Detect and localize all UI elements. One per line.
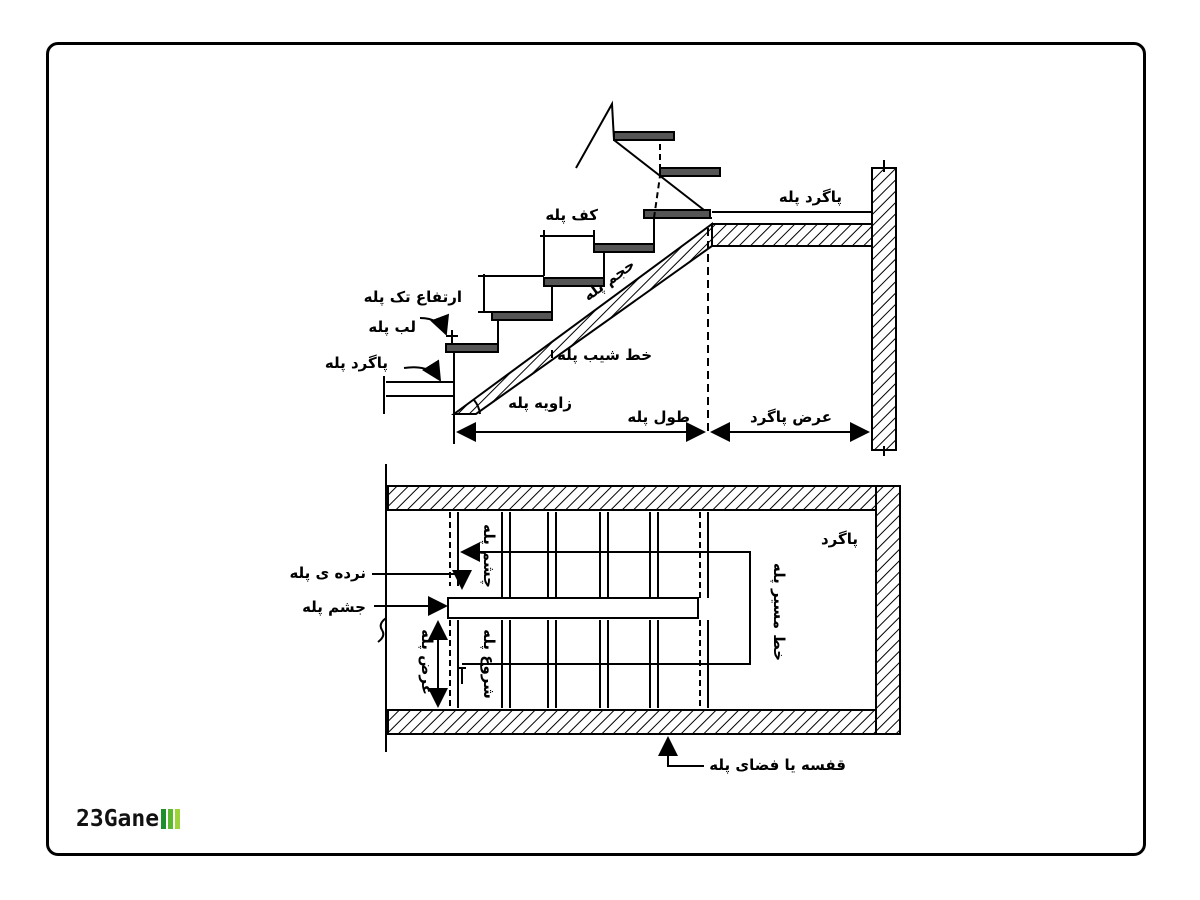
- landing-width-label: عرض پاگرد: [750, 408, 832, 427]
- right-wall-plan: [875, 485, 901, 735]
- step-profile: [453, 217, 712, 414]
- section-view: [383, 100, 897, 456]
- riser-height-label: ارتفاع تک پله: [364, 288, 462, 307]
- landing-label: پاگرد پله: [779, 188, 842, 207]
- plan-labels: پاگرد نرده ی پله جشم پله چشم پله خط مسیر…: [289, 524, 858, 775]
- stair-length-label: طول پله: [627, 408, 690, 427]
- break-line: [575, 100, 705, 211]
- start-label: شروع پله: [479, 629, 498, 699]
- eye-label: چشم پله: [479, 524, 498, 588]
- stair-width-label: عرض پله: [417, 629, 436, 695]
- bottom-landing-label: پاگرد پله: [325, 354, 388, 373]
- angle-label: زاویه پله: [508, 394, 572, 413]
- brand-bar-1: [161, 809, 167, 829]
- nosing-label: لب پله: [368, 318, 416, 337]
- stair-slab: [450, 222, 713, 415]
- path-line: [460, 542, 751, 665]
- path-line-label: خط مسیر پله: [769, 563, 788, 661]
- right-wall: [871, 167, 897, 451]
- plan-view: [372, 464, 901, 767]
- railing-label: نرده ی پله: [289, 564, 366, 583]
- brand-bar-2: [168, 809, 174, 829]
- bottom-wall: [387, 709, 901, 735]
- upper-flight-steps: [449, 512, 709, 598]
- stairwell-label: جشم پله: [302, 598, 366, 617]
- tread-label: کف پله: [545, 206, 598, 225]
- slope-line-label: خط شیب پله: [557, 346, 652, 365]
- enclosure-label: قفسه یا فضای پله: [709, 756, 846, 775]
- top-wall: [387, 485, 901, 511]
- brand-logo-text: 23Gane: [76, 806, 160, 832]
- brand-bar-3: [175, 809, 181, 829]
- plan-landing-label: پاگرد: [821, 530, 858, 549]
- stair-eye: [447, 597, 699, 619]
- landing-slab: [711, 223, 873, 247]
- brand-logo: 23Gane: [76, 806, 181, 832]
